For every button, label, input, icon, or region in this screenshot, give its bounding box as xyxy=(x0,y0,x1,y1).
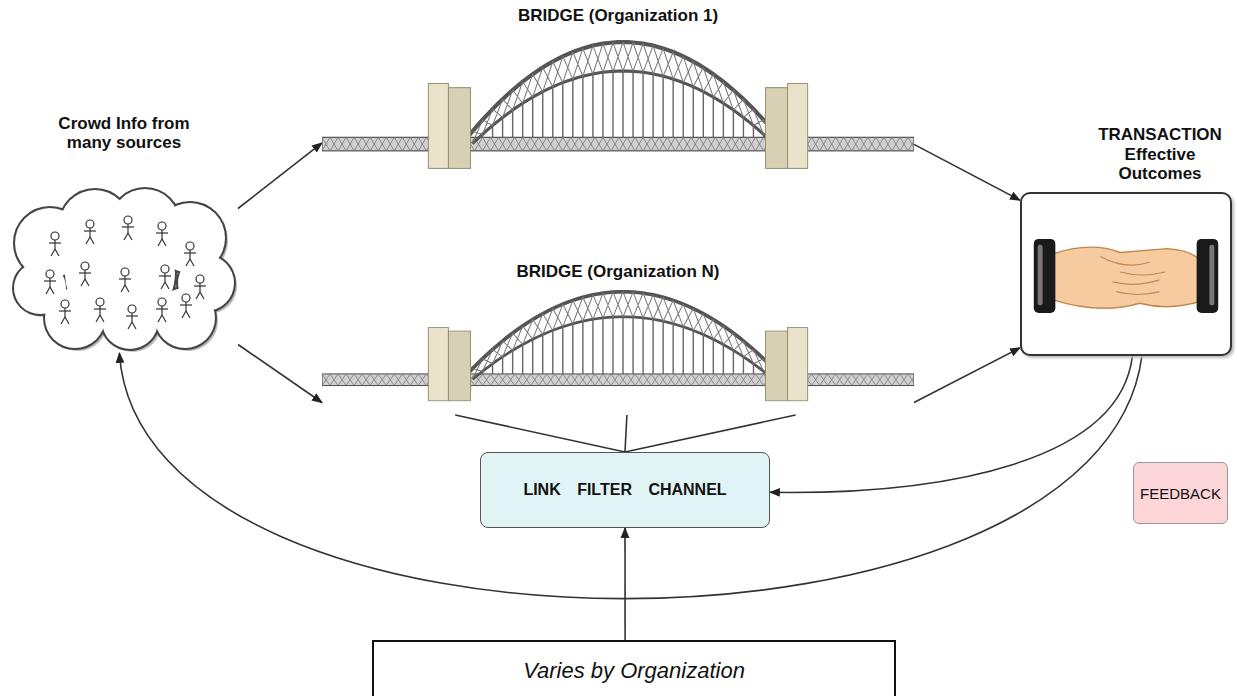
connector-arrow xyxy=(238,345,322,403)
connector-arrow xyxy=(119,353,1142,599)
bridge-node: BRIDGE (Organization N) xyxy=(322,290,914,415)
crowd-cloud xyxy=(10,183,238,353)
bridge-illustration xyxy=(322,290,914,415)
handshake-icon xyxy=(1022,194,1230,354)
feedback-box: FEEDBACK xyxy=(1133,462,1228,524)
connector-arrow xyxy=(914,348,1020,403)
crowd-cloud-node: Crowd Info from many sources xyxy=(10,183,238,353)
connector-arrow xyxy=(624,528,626,640)
transaction-box: TRANSACTION Effective Outcomes xyxy=(1020,192,1232,356)
bridge-node: BRIDGE (Organization 1) xyxy=(322,40,914,185)
node-label: LINK FILTER CHANNEL xyxy=(523,481,726,499)
node-heading: TRANSACTION Effective Outcomes xyxy=(1088,125,1232,184)
note-box: Varies by Organization xyxy=(372,640,896,696)
node-label: FEEDBACK xyxy=(1140,485,1221,502)
connector-arrow xyxy=(914,144,1020,200)
process-box: LINK FILTER CHANNEL xyxy=(480,452,770,528)
bridge-illustration xyxy=(322,40,914,185)
connector-arrow xyxy=(455,415,795,452)
node-heading: BRIDGE (Organization N) xyxy=(322,262,914,282)
node-heading: BRIDGE (Organization 1) xyxy=(322,6,914,26)
connector-arrow xyxy=(238,143,322,209)
node-heading: Crowd Info from many sources xyxy=(56,114,192,153)
node-label: Varies by Organization xyxy=(523,658,745,684)
